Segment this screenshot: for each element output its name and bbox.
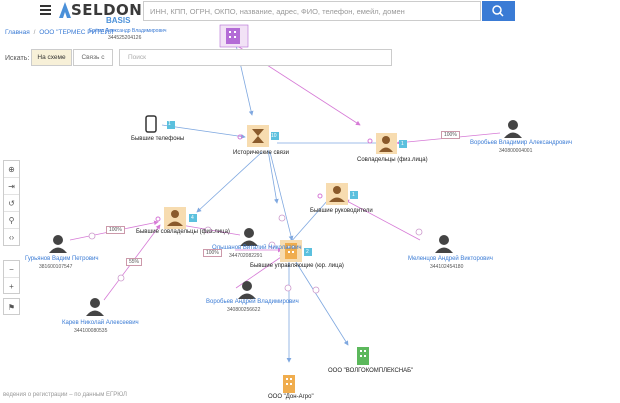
person-olshanov-inn: 344702082291 — [229, 253, 263, 259]
logo-mark-icon — [59, 2, 71, 18]
top-person-name[interactable]: Ерёма Александр Владимирович — [89, 28, 167, 34]
former-cofounders-hub-label: Бывшие совладельцы (физ.лица) — [136, 229, 230, 235]
pin-icon[interactable]: ⚲ — [4, 212, 19, 229]
cofounders-hub-label: Совладельцы (физ.лица) — [357, 157, 428, 163]
top-person-inn: 344525204126 — [108, 35, 142, 41]
main-company-icon[interactable] — [219, 24, 249, 48]
footer-note: ведения о регистрации – по данным ЕГРЮЛ — [3, 392, 127, 398]
managers-hub-label: Бывшие руководители — [310, 208, 373, 214]
person-icon — [504, 120, 522, 138]
search-button[interactable] — [482, 1, 515, 21]
cofounders-hub-count: 1 — [401, 141, 404, 147]
search-icon — [492, 5, 504, 17]
global-search-input[interactable]: ИНН, КПП, ОГРН, ОКПО, название, адрес, Ф… — [143, 1, 481, 21]
former-cofounders-hub-icon[interactable] — [155, 207, 197, 229]
person-icon — [240, 228, 258, 246]
top-bar: SELDON BASIS ИНН, КПП, ОГРН, ОКПО, назва… — [0, 0, 620, 25]
person-guryanov-inn: 381600107547 — [39, 264, 73, 270]
share-badge: 55% — [126, 258, 143, 266]
former-managing-hub-icon[interactable] — [280, 240, 312, 262]
logo-name: SELDON — [71, 1, 143, 19]
person-icons[interactable] — [49, 120, 522, 316]
login-icon[interactable]: ⇥ — [4, 178, 19, 195]
person-melentsov-name[interactable]: Меленцов Андрей Викторович — [408, 256, 493, 262]
tab-on-scheme[interactable]: На схеме — [31, 49, 72, 66]
history-hub-count: 10 — [271, 133, 277, 139]
volgo-company-icon[interactable] — [357, 347, 369, 365]
flag-toolbar: ⚑ — [3, 298, 20, 315]
managers-hub-count: 1 — [352, 192, 355, 198]
former-cofounders-hub-count: 4 — [191, 215, 194, 221]
zoom-in-icon[interactable]: + — [9, 282, 14, 291]
donagro-company-icon[interactable] — [283, 375, 295, 393]
tab-link-with[interactable]: Связь с — [73, 49, 113, 66]
share-badge: 100% — [441, 131, 460, 139]
filter-label: Искать: — [5, 55, 30, 62]
volgo-company-label[interactable]: ООО "ВОЛГОКОМПЛЕКСНАБ" — [328, 368, 414, 374]
zoom-out-icon[interactable]: − — [4, 261, 19, 278]
graph-edges — [69, 44, 501, 363]
person-icon — [435, 235, 453, 253]
undo-icon[interactable]: ↺ — [4, 195, 19, 212]
breadcrumb-current[interactable]: ООО "ТЕРМЕС РИТЕЙЛ" — [39, 29, 116, 36]
person-guryanov-name[interactable]: Гурьянов Вадим Петрович — [25, 256, 99, 262]
share-badge: 100% — [106, 226, 125, 234]
cofounders-hub-icon[interactable] — [367, 133, 407, 154]
flag-icon[interactable]: ⚑ — [7, 303, 16, 312]
person-vorobyev-vladimir-name[interactable]: Воробьев Владимир Александрович — [470, 140, 572, 146]
person-icon — [86, 298, 104, 316]
person-karev-name[interactable]: Карев Николай Алексеевич — [62, 320, 139, 326]
phone-icon[interactable] — [145, 115, 175, 133]
graph-toolbar: ⊕ ⇥ ↺ ⚲ ‹› — [3, 160, 20, 246]
person-vorobyev-andrey-inn: 340800256622 — [227, 307, 261, 313]
person-vorobyev-vladimir-inn: 340800004001 — [499, 148, 533, 154]
history-hub-label: Исторические связи — [233, 150, 289, 156]
former-managing-hub-count: 2 — [306, 249, 309, 255]
phones-hub-count: 1 — [168, 121, 171, 127]
person-karev-inn: 344100080535 — [74, 328, 108, 334]
managers-hub-icon[interactable] — [317, 183, 358, 205]
person-olshanov-name[interactable]: Ольшанов Виталий Николаевич — [212, 245, 302, 251]
menu-icon[interactable] — [40, 5, 51, 15]
history-hub-icon[interactable] — [237, 125, 279, 147]
former-managing-hub-label: Бывшие управляющие (юр. лица) — [250, 263, 344, 269]
phones-hub-label: Бывшие телефоны — [131, 136, 185, 142]
zoom-toolbar: − + — [3, 260, 20, 294]
person-icon — [238, 281, 256, 299]
person-icon — [49, 235, 67, 253]
person-vorobyev-andrey-name[interactable]: Воробьев Андрей Владимирович — [206, 299, 299, 305]
edge-pins — [88, 214, 423, 294]
logo-sub: BASIS — [106, 16, 131, 25]
share-badge: 100% — [203, 249, 222, 257]
logo[interactable]: SELDON BASIS — [58, 1, 142, 25]
globe-icon[interactable]: ⊕ — [4, 161, 19, 178]
code-icon[interactable]: ‹› — [8, 233, 15, 242]
breadcrumb: Главная / ООО "ТЕРМЕС РИТЕЙЛ" — [5, 29, 116, 36]
person-melentsov-inn: 344102454180 — [430, 264, 464, 270]
breadcrumb-home[interactable]: Главная — [5, 29, 30, 36]
donagro-company-label[interactable]: ООО "Дон-Агро" — [268, 394, 314, 400]
graph-search-input[interactable]: Поиск — [119, 49, 392, 66]
